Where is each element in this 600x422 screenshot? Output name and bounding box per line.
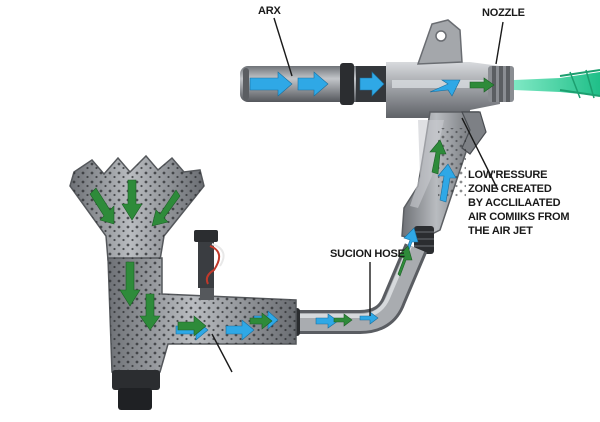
low-pressure-line-1: LOW'RESSURE (468, 169, 548, 181)
particle-flow-arrows (89, 77, 495, 337)
chamber-leader-line (211, 333, 233, 373)
label-suction-hose: SUCION HOSE (330, 248, 405, 260)
leader-lines (211, 17, 504, 373)
arx-leader-line (273, 17, 293, 77)
low-pressure-line-4: AIR COMIIKS FROM (468, 211, 570, 223)
label-nozzle: NOZZLE (482, 7, 525, 19)
low-pressure-line-2: ZONE CREATED (468, 183, 552, 195)
control-valve (194, 230, 225, 300)
low-pressure-line-3: BY ACCLILAATED (468, 197, 561, 209)
nozzle-spray (514, 69, 600, 99)
label-low-pressure-zone: LOW'RESSURE ZONE CREATED BY ACCLILAATED … (468, 168, 569, 238)
mixing-chamber (107, 257, 297, 410)
low-pressure-leader-line (461, 117, 499, 191)
nozzle-leader-line (495, 21, 504, 65)
low-pressure-line-5: THE AIR JET (468, 225, 533, 237)
label-arx: ARX (258, 5, 281, 17)
